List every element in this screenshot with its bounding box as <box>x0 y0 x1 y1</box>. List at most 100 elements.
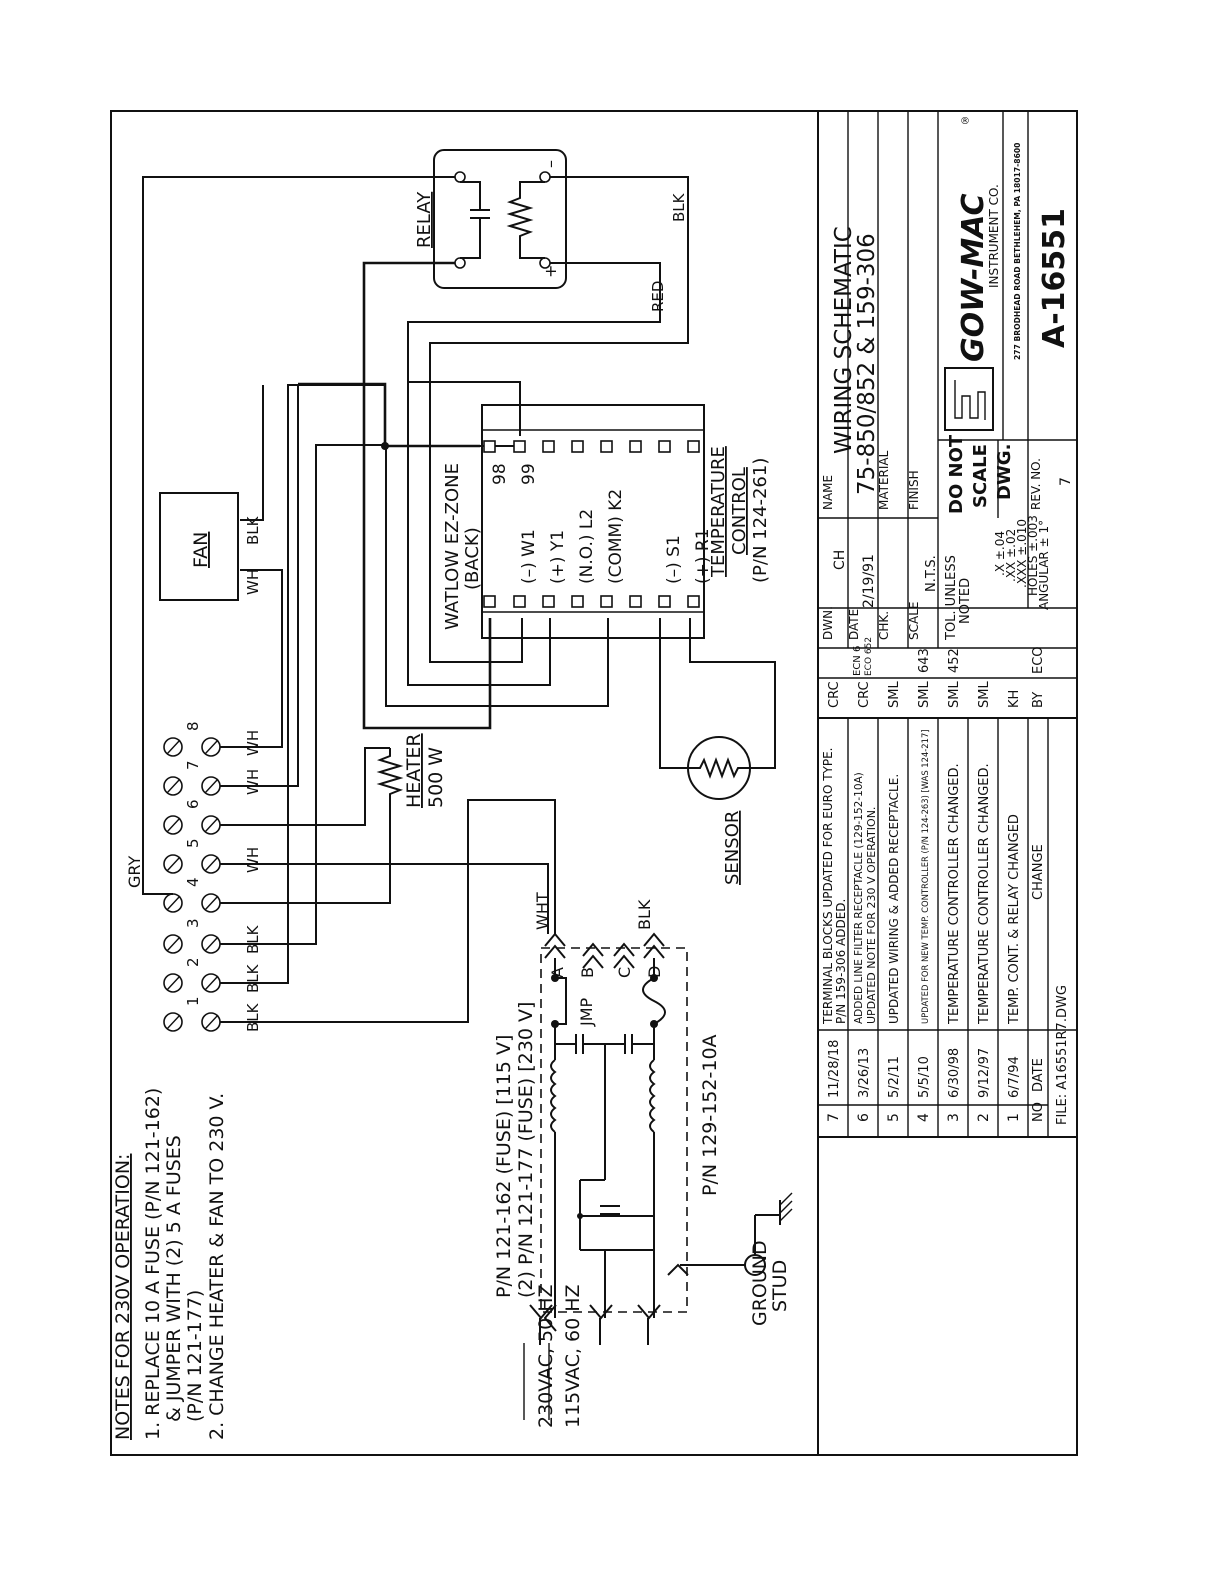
rev-3-no: 3 <box>946 1113 962 1122</box>
fan-blk-label: BLK <box>244 515 262 545</box>
terminal-number-4: 4 <box>184 877 202 887</box>
terminal-strip: 1 2 3 4 5 6 7 8 BLK BLK BLK WH WH WH GRY <box>125 721 262 1032</box>
relay-outline <box>433 149 567 289</box>
wire-label-t1: BLK <box>244 1002 262 1032</box>
relay-label: RELAY <box>414 191 435 248</box>
notes-title: NOTES FOR 230V OPERATION: <box>112 1154 134 1440</box>
terminal-number-1: 1 <box>184 996 202 1006</box>
rev-4-by: SML <box>917 681 932 708</box>
relay-minus: – <box>541 160 560 168</box>
tol-label: TOL. UNLESS <box>944 555 959 641</box>
controller-terminals-left <box>483 595 700 608</box>
pin-98: 98 <box>490 463 510 485</box>
terminal-6 <box>163 815 221 835</box>
pin-l2: (N.O.) L2 <box>577 509 597 584</box>
tol-label-2: NOTED <box>958 578 973 624</box>
registered-mark: ® <box>960 116 970 127</box>
date-label: DATE <box>847 609 861 640</box>
rev-2-no: 2 <box>976 1113 992 1122</box>
file-name: FILE: A16551R7.DWG <box>1055 985 1070 1125</box>
sensor: SENSOR <box>687 736 751 885</box>
filter-wht-label: WHT <box>533 892 552 930</box>
supply-230: 230VAC, 50 HZ <box>535 1284 557 1428</box>
wire-label-t7: WH <box>244 769 262 795</box>
tol-xxx: .XXX ±.010 <box>1015 519 1029 588</box>
relay-contact <box>460 181 490 259</box>
filter-part-number: P/N 129-152-10A <box>699 1034 721 1196</box>
terminal-3 <box>163 934 221 954</box>
rev-3-eco: 452 <box>947 648 962 673</box>
terminal-8 <box>163 737 221 757</box>
rev-1-no: 1 <box>1006 1113 1022 1122</box>
rev-4-no: 4 <box>916 1113 932 1122</box>
sensor-label: SENSOR <box>722 811 743 885</box>
filter-fuse-label-2: (2) P/N 121-177 (FUSE) [230 V] <box>515 1002 537 1298</box>
rev-5-by: SML <box>887 681 902 708</box>
pin-k2: (COMM) K2 <box>606 489 626 584</box>
fan-box <box>159 492 239 601</box>
terminal-7 <box>163 776 221 796</box>
terminal-number-6: 6 <box>184 799 202 809</box>
pin-s1: (–) S1 <box>664 535 684 584</box>
heater-resistor <box>376 748 404 800</box>
supply-labels: 230VAC, 50 HZ 115VAC, 60 HZ <box>535 1284 584 1428</box>
note-line-1: 1. REPLACE 10 A FUSE (P/N 121-162) <box>142 1088 164 1440</box>
fan-wh-label: WH <box>244 569 262 595</box>
inductor-1 <box>550 1059 557 1133</box>
controller-terminals-right <box>483 440 700 453</box>
filter-fuse-label-1: P/N 121-162 (FUSE) [115 V] <box>493 1035 515 1298</box>
rev-label: REV. NO. <box>1029 458 1043 510</box>
rev-6-eco-2: ECO 652 <box>864 637 874 676</box>
fan-label: FAN <box>190 532 212 568</box>
pin-c: C <box>615 967 634 978</box>
rev-2-date: 9/12/97 <box>977 1048 992 1098</box>
header-no: NO <box>1031 1102 1046 1122</box>
rev-6-change-2: UPDATED NOTE FOR 230 V OPERATION. <box>865 807 878 1024</box>
rev-7-date: 11/28/18 <box>827 1040 842 1098</box>
ground-label-1: GROUND <box>749 1240 771 1326</box>
pin-r1: (+) R1 <box>693 528 713 584</box>
terminal-4 <box>163 893 221 913</box>
wire-label-t8: WH <box>244 730 262 756</box>
company-address: 277 BRODHEAD ROAD BETHLEHEM, PA 18017-86… <box>1013 143 1022 360</box>
wire-label-t5: WH <box>244 847 262 873</box>
filter-blk-label: BLK <box>635 899 654 930</box>
do-not-scale-2: SCALE <box>970 444 991 508</box>
rev-2-by: SML <box>977 681 992 708</box>
title-block: 7 11/28/18 TERMINAL BLOCKS UPDATED FOR E… <box>817 110 1078 1456</box>
relay: RELAY – + RED BLK <box>414 149 688 312</box>
controller-label-2: CONTROL <box>729 467 750 555</box>
pin-d: D <box>645 966 664 978</box>
rev-4-date: 5/5/10 <box>917 1056 932 1098</box>
drawing-subtitle: 75-850/852 & 159-306 <box>854 233 880 495</box>
controller-part-number: (P/N 124-261) <box>750 458 771 583</box>
do-not-scale-3: DWG. <box>994 444 1015 500</box>
terminal-number-3: 3 <box>184 918 202 928</box>
pin-y1: (+) Y1 <box>548 530 568 584</box>
notes-block: NOTES FOR 230V OPERATION: 1. REPLACE 10 … <box>112 1088 228 1440</box>
tol-angular: ANGULAR ± 1° <box>1037 520 1051 610</box>
rev-6-date: 3/26/13 <box>857 1048 872 1098</box>
rev-1-change: TEMP. CONT. & RELAY CHANGED <box>1007 814 1022 1025</box>
wires <box>142 176 776 1023</box>
rev-7-by: CRC <box>827 681 842 708</box>
date-value: 2/19/91 <box>861 554 877 608</box>
fan: FAN WH BLK <box>159 492 262 601</box>
rev-7-no: 7 <box>826 1113 842 1122</box>
terminal-1 <box>163 1012 221 1032</box>
rev-4-change: UPDATED FOR NEW TEMP. CONTROLLER (P/N 12… <box>920 729 930 1024</box>
do-not-scale-1: DO NOT <box>946 434 967 514</box>
rev-5-date: 5/2/11 <box>887 1056 902 1098</box>
gry-label: GRY <box>125 856 144 888</box>
sensor-circle <box>687 736 751 800</box>
terminal-number-2: 2 <box>184 957 202 967</box>
controller-model: WATLOW EZ-ZONE <box>442 463 463 630</box>
rev-7-change-2: P/N 159-306 ADDED. <box>834 899 848 1024</box>
rev-6-change: ADDED LINE FILTER RECEPTACLE (129-152-10… <box>853 772 865 1024</box>
pin-a: A <box>548 967 567 978</box>
header-eco: ECO <box>1031 646 1046 674</box>
jmp-label: JMP <box>577 997 596 1027</box>
heater-label: HEATER <box>403 733 425 808</box>
scale-value: N.T.S. <box>924 555 939 592</box>
material-label: MATERIAL <box>877 450 891 510</box>
